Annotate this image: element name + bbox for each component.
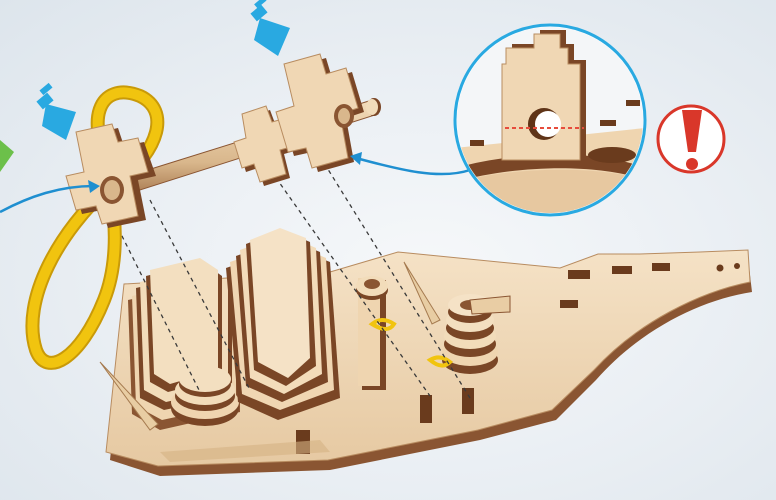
down-arrow-icon — [36, 83, 76, 140]
detail-magnifier — [455, 25, 645, 215]
warning-icon — [658, 106, 724, 172]
cross-part-right — [276, 54, 364, 172]
down-arrow-icon — [250, 0, 290, 56]
left-gear-stack — [128, 258, 240, 430]
next-step-icon — [0, 140, 14, 172]
middle-gear-stack — [226, 228, 340, 420]
